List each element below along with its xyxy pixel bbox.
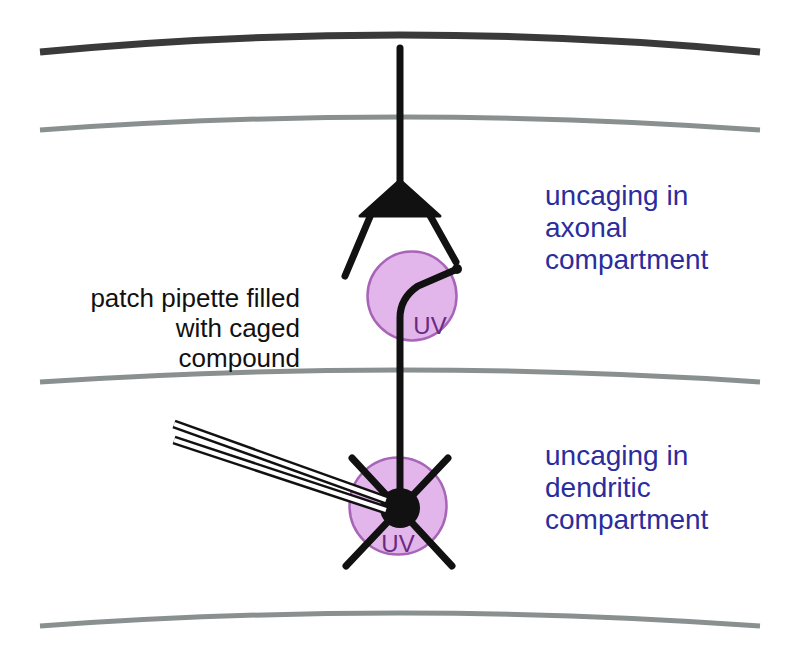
uv-label: UV (381, 530, 414, 558)
dendrite (346, 458, 448, 566)
axon (400, 270, 455, 506)
basal-dendrite (428, 212, 456, 262)
apical-dendrite (397, 48, 404, 192)
pipette-label: patch pipette filled with caged compound (60, 284, 300, 374)
uncaging-spot: UV (348, 456, 448, 556)
spot-circle (368, 252, 457, 341)
layer-boundary (40, 35, 760, 52)
patch-pipette (174, 440, 386, 510)
dendrite (352, 458, 452, 566)
patch-pipette (174, 424, 386, 500)
cell-body (380, 488, 420, 528)
layer-boundary (40, 370, 760, 382)
layer-boundary (40, 613, 760, 626)
region-label: uncaging in axonal compartment (545, 180, 755, 277)
layer-boundary (40, 117, 760, 130)
basal-dendrite (345, 212, 372, 276)
patch-pipette (174, 424, 386, 500)
uv-label: UV (413, 312, 446, 340)
patch-pipette (174, 440, 386, 510)
region-label: uncaging in dendritic compartment (545, 440, 755, 537)
axon-terminal (452, 264, 462, 274)
uncaging-spot: UV (366, 250, 458, 342)
pyramidal-soma (360, 180, 440, 216)
